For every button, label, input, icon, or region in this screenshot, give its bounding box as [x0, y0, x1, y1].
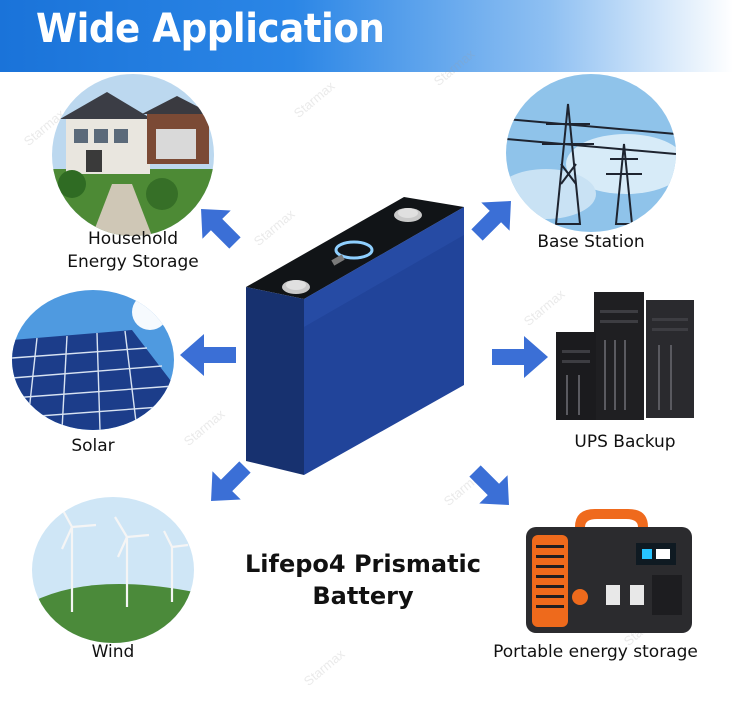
ups-label: UPS Backup: [574, 432, 676, 452]
header-banner: Wide Application: [0, 0, 733, 72]
ups-image: [554, 290, 696, 422]
battery-image: [244, 195, 466, 477]
watermark-text: Starmax: [290, 78, 338, 121]
household-image: [52, 74, 214, 236]
arrow-down-left-icon: [200, 456, 256, 512]
product-title: Lifepo4 Prismatic Battery: [232, 548, 494, 612]
base-station-label: Base Station: [537, 232, 645, 252]
household-label-line1: Household: [88, 229, 178, 249]
arrow-down-right-icon: [464, 460, 520, 516]
portable-image: [520, 505, 698, 635]
household-label-line2: Energy Storage: [67, 252, 199, 272]
product-title-line2: Battery: [312, 582, 414, 610]
arrow-right-icon: [490, 332, 550, 382]
wind-label: Wind: [91, 642, 135, 662]
wind-image: [32, 497, 194, 643]
arrow-up-right-icon: [466, 190, 522, 246]
watermark-text: Starmax: [300, 646, 348, 689]
arrow-up-left-icon: [190, 198, 246, 254]
portable-label: Portable energy storage: [493, 642, 698, 662]
arrow-left-icon: [178, 330, 238, 380]
household-label: Household Energy Storage: [52, 228, 214, 274]
page-title: Wide Application: [36, 6, 385, 52]
product-title-line1: Lifepo4 Prismatic: [244, 550, 482, 578]
solar-label: Solar: [71, 436, 115, 456]
solar-image: [12, 290, 174, 430]
watermark-text: Starmax: [180, 406, 228, 449]
base-station-image: [506, 74, 676, 232]
